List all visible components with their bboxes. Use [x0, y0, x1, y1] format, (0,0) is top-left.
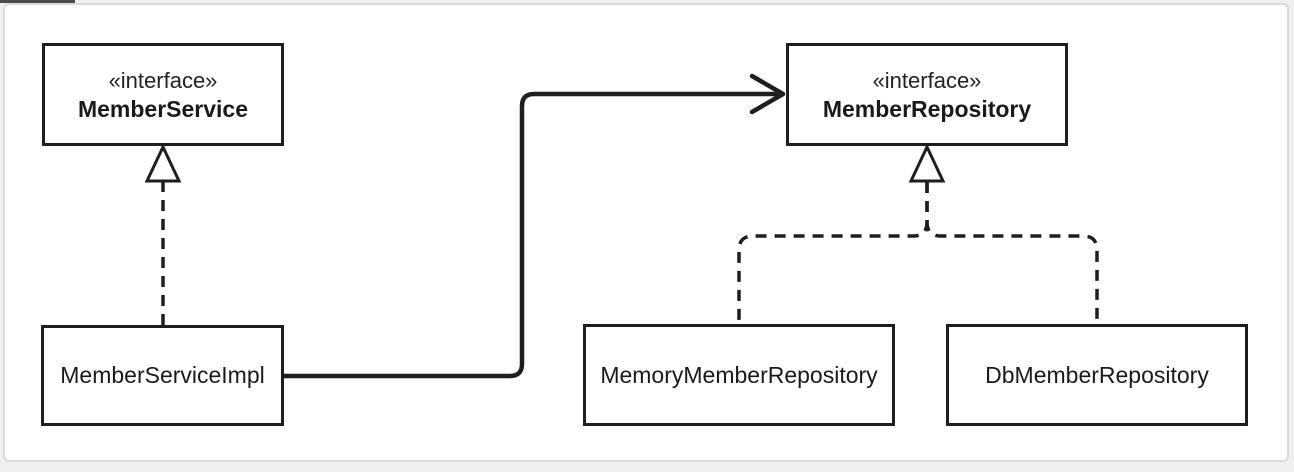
class-box-memory-member-repository: MemoryMemberRepository — [583, 324, 895, 426]
realization-edge-memoryrepo — [737, 182, 929, 324]
hollow-triangle-icon-memberservice — [144, 143, 182, 183]
top-left-artifact — [0, 0, 75, 3]
class-name-label: MemberService — [77, 95, 249, 122]
class-name-label: MemberRepository — [822, 95, 1032, 122]
dependency-edge — [281, 91, 779, 379]
class-box-member-service: «interface» MemberService — [42, 43, 284, 146]
stereotype-label: «interface» — [872, 67, 982, 93]
class-box-member-repository: «interface» MemberRepository — [786, 43, 1068, 146]
realization-edge-dbrepo — [925, 182, 1099, 324]
hollow-triangle-icon-memberrepository — [908, 143, 946, 183]
class-box-member-service-impl: MemberServiceImpl — [41, 325, 284, 426]
open-arrowhead-icon — [749, 73, 786, 115]
class-name-label: MemoryMemberRepository — [600, 361, 878, 388]
stereotype-label: «interface» — [108, 67, 218, 93]
class-name-label: MemberServiceImpl — [60, 362, 265, 388]
class-box-db-member-repository: DbMemberRepository — [946, 324, 1248, 426]
class-name-label: DbMemberRepository — [985, 361, 1209, 388]
